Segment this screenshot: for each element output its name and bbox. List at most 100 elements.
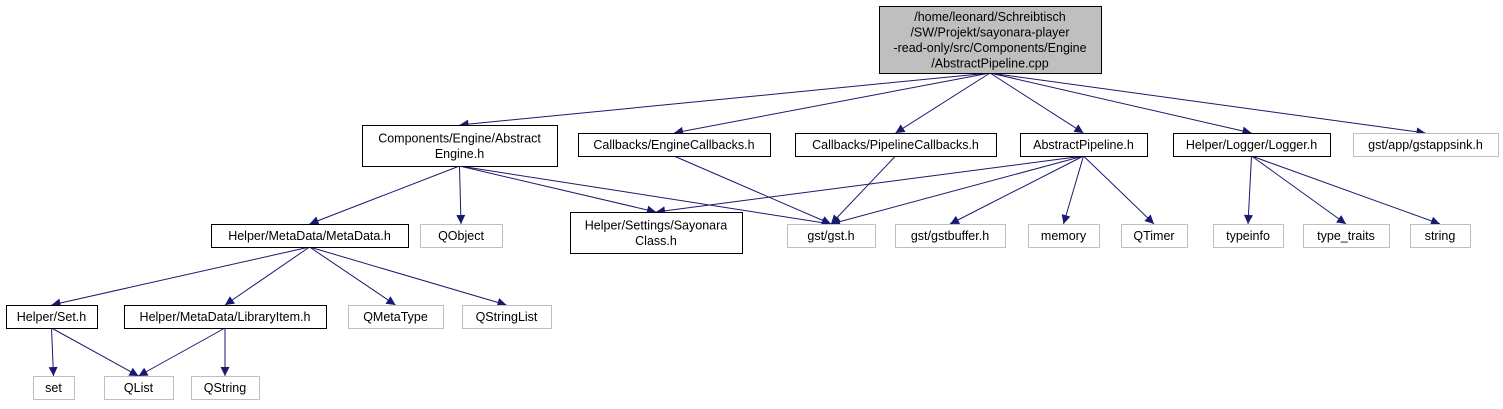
node-memory: memory xyxy=(1028,224,1100,248)
node-label-line: QObject xyxy=(438,229,484,243)
node-label-line: -read-only/src/Components/Engine xyxy=(893,41,1086,55)
node-box xyxy=(124,305,327,329)
node-box xyxy=(1121,224,1188,248)
edge-logger-to-typeinfo xyxy=(1243,155,1253,225)
node-label-line: set xyxy=(45,381,62,395)
node-box xyxy=(348,305,444,329)
node-label-line: Callbacks/EngineCallbacks.h xyxy=(593,138,754,152)
node-qobject: QObject xyxy=(420,224,503,248)
node-string: string xyxy=(1410,224,1471,248)
edge-abstract_engine-to-sayonara_class xyxy=(459,165,657,215)
edge-root-to-engine_callbacks xyxy=(673,72,991,136)
edge-abstract_engine-to-gst xyxy=(459,165,832,228)
node-box xyxy=(191,376,260,400)
edge-abstract_pipeline_h-to-gstbuffer xyxy=(949,155,1084,225)
node-qlist: QList xyxy=(104,376,174,400)
edge-set_h-to-set xyxy=(48,327,58,377)
node-box xyxy=(787,224,876,248)
edge-pipeline_callbacks-to-gst xyxy=(830,155,896,225)
node-box xyxy=(462,305,552,329)
node-label-line: QString xyxy=(204,381,246,395)
node-box xyxy=(33,376,75,400)
node-box xyxy=(895,224,1006,248)
node-qstringlist: QStringList xyxy=(462,305,552,329)
edge-abstract_pipeline_h-to-sayonara_class xyxy=(655,155,1084,216)
node-box xyxy=(1213,224,1284,248)
node-abstract-pipeline-h[interactable]: AbstractPipeline.h xyxy=(1020,133,1148,157)
edge-root-to-abstract_engine xyxy=(459,72,991,129)
node-pipeline-callbacks[interactable]: Callbacks/PipelineCallbacks.h xyxy=(795,133,997,157)
node-box xyxy=(578,133,771,157)
node-box xyxy=(1173,133,1331,157)
node-label-line: Callbacks/PipelineCallbacks.h xyxy=(812,138,979,152)
edge-metadata-to-qstringlist xyxy=(309,246,507,307)
edge-root-to-pipeline_callbacks xyxy=(895,72,991,134)
node-box xyxy=(1028,224,1100,248)
edge-root-to-logger xyxy=(989,72,1252,136)
node-box xyxy=(1303,224,1390,248)
edge-abstract_pipeline_h-to-qtimer xyxy=(1083,155,1155,225)
node-label-line: /SW/Projekt/sayonara-player xyxy=(910,25,1069,39)
edge-root-to-gstappsink xyxy=(989,72,1426,137)
node-label-line: Helper/Set.h xyxy=(17,310,87,324)
node-label-line: AbstractPipeline.h xyxy=(1033,138,1134,152)
node-label-line: Helper/MetaData/MetaData.h xyxy=(228,229,391,243)
node-label-line: Components/Engine/Abstract xyxy=(378,131,541,145)
node-box xyxy=(420,224,503,248)
node-metadata[interactable]: Helper/MetaData/MetaData.h xyxy=(211,224,409,248)
edge-metadata-to-qmetatype xyxy=(309,246,396,306)
node-label-line: gst/gst.h xyxy=(807,229,854,243)
node-label-line: QTimer xyxy=(1133,229,1174,243)
node-label-line: QMetaType xyxy=(363,310,428,324)
edge-metadata-to-library_item xyxy=(224,246,310,306)
node-label-line: Helper/Logger/Logger.h xyxy=(1186,138,1317,152)
node-label-line: gst/gstbuffer.h xyxy=(911,229,989,243)
node-box xyxy=(211,224,409,248)
node-box xyxy=(570,212,743,254)
node-gst: gst/gst.h xyxy=(787,224,876,248)
node-box xyxy=(795,133,997,157)
edge-engine_callbacks-to-gst xyxy=(673,155,832,225)
edge-logger-to-type_traits xyxy=(1251,155,1347,225)
node-typeinfo: typeinfo xyxy=(1213,224,1284,248)
edge-logger-to-string xyxy=(1251,155,1441,226)
node-label-line: /home/leonard/Schreibtisch xyxy=(914,10,1066,24)
node-box xyxy=(1353,133,1499,157)
node-set-h[interactable]: Helper/Set.h xyxy=(6,305,98,329)
node-box xyxy=(1020,133,1148,157)
edge-library_item-to-qlist xyxy=(138,327,226,377)
node-box xyxy=(6,305,98,329)
node-box xyxy=(1410,224,1471,248)
node-library-item[interactable]: Helper/MetaData/LibraryItem.h xyxy=(124,305,327,329)
node-label-line: gst/app/gstappsink.h xyxy=(1368,138,1483,152)
node-label-line: Helper/MetaData/LibraryItem.h xyxy=(140,310,311,324)
node-layer: /home/leonard/Schreibtisch/SW/Projekt/sa… xyxy=(6,6,1499,400)
edge-abstract_pipeline_h-to-memory xyxy=(1061,155,1084,225)
edge-metadata-to-set_h xyxy=(51,246,310,308)
node-root: /home/leonard/Schreibtisch/SW/Projekt/sa… xyxy=(879,6,1102,74)
edge-abstract_engine-to-qobject xyxy=(456,165,466,225)
node-qstring: QString xyxy=(191,376,260,400)
node-label-line: typeinfo xyxy=(1226,229,1270,243)
edge-abstract_engine-to-metadata xyxy=(309,165,460,225)
node-label-line: Engine.h xyxy=(435,147,484,161)
node-gstbuffer: gst/gstbuffer.h xyxy=(895,224,1006,248)
node-gstappsink: gst/app/gstappsink.h xyxy=(1353,133,1499,157)
node-type-traits: type_traits xyxy=(1303,224,1390,248)
node-logger[interactable]: Helper/Logger/Logger.h xyxy=(1173,133,1331,157)
node-label-line: QStringList xyxy=(476,310,538,324)
node-qmetatype: QMetaType xyxy=(348,305,444,329)
node-label-line: type_traits xyxy=(1317,229,1375,243)
node-label-line: memory xyxy=(1041,229,1087,243)
node-engine-callbacks[interactable]: Callbacks/EngineCallbacks.h xyxy=(578,133,771,157)
node-set: set xyxy=(33,376,75,400)
node-label-line: string xyxy=(1425,229,1456,243)
edge-set_h-to-qlist xyxy=(51,327,139,377)
node-label-line: Helper/Settings/Sayonara xyxy=(585,218,727,232)
node-box xyxy=(104,376,174,400)
node-label-line: Class.h xyxy=(635,234,677,248)
node-box xyxy=(362,125,558,167)
